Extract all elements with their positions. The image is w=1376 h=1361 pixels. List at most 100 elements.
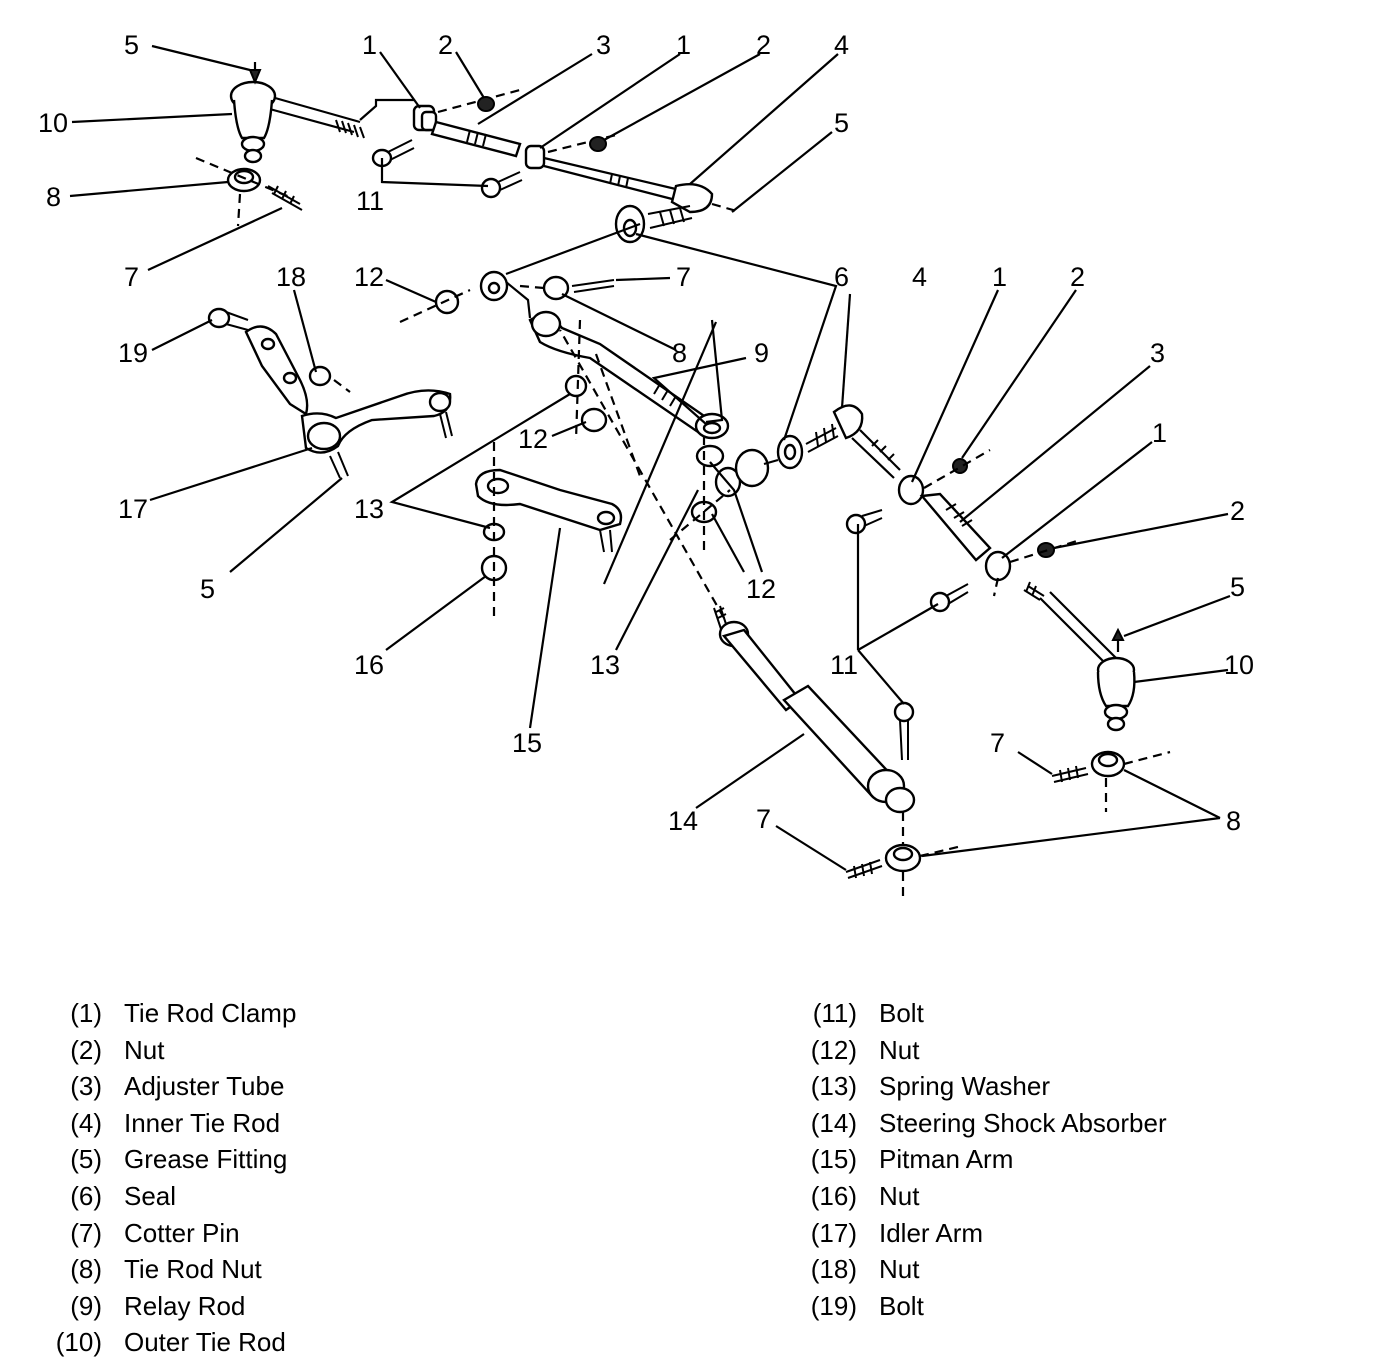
legend-label: Adjuster Tube bbox=[124, 1071, 285, 1102]
left-tie-rod-assembly bbox=[195, 62, 741, 244]
callout: 13 bbox=[590, 650, 620, 680]
legend-label: Idler Arm bbox=[879, 1217, 984, 1248]
legend-number: (18) bbox=[810, 1254, 857, 1285]
legend-label: Spring Washer bbox=[879, 1071, 1050, 1102]
legend-item: (8) Tie Rod Nut bbox=[30, 1251, 296, 1288]
legend-label: Steering Shock Absorber bbox=[879, 1107, 1167, 1138]
callout-labels: 5 1 2 3 1 2 4 10 5 8 11 7 18 12 7 6 4 1 … bbox=[38, 30, 1254, 836]
legend-number: (15) bbox=[810, 1144, 857, 1175]
callout: 7 bbox=[676, 262, 691, 292]
legend-number: (5) bbox=[70, 1144, 102, 1175]
idler-arm bbox=[207, 307, 453, 479]
legend-number: (7) bbox=[70, 1217, 102, 1248]
callout: 13 bbox=[354, 494, 384, 524]
callout: 12 bbox=[518, 424, 548, 454]
legend-item: (14) Steering Shock Absorber bbox=[785, 1105, 1167, 1142]
callout: 3 bbox=[1150, 338, 1165, 368]
legend-number: (2) bbox=[70, 1034, 102, 1065]
legend-label: Nut bbox=[124, 1034, 165, 1065]
legend-item: (12)Nut bbox=[785, 1032, 1167, 1069]
legend-item: (1)Tie Rod Clamp bbox=[30, 995, 296, 1032]
parts-legend-left: (1)Tie Rod Clamp (2) Nut (3) Adjuster Tube… bbox=[30, 995, 297, 1361]
legend-number: (8) bbox=[70, 1254, 102, 1285]
steering-linkage-diagram: 5 1 2 3 1 2 4 10 5 8 11 7 18 12 7 6 4 1 … bbox=[38, 30, 1254, 896]
legend-number: (16) bbox=[810, 1180, 857, 1211]
legend-number: (3) bbox=[70, 1071, 102, 1102]
legend-item: (16)Nut bbox=[785, 1178, 1167, 1215]
callout: 5 bbox=[1230, 572, 1245, 602]
legend-number: (19) bbox=[810, 1290, 857, 1321]
callout: 17 bbox=[118, 494, 148, 524]
legend-item: (18)Nut bbox=[785, 1251, 1167, 1288]
right-tie-rod-assembly bbox=[763, 404, 1171, 896]
legend-label: Pitman Arm bbox=[879, 1144, 1014, 1175]
leader-lines bbox=[69, 44, 1231, 871]
legend-item: (4) Inner Tie Rod bbox=[30, 1105, 296, 1142]
callout: 8 bbox=[672, 338, 687, 368]
legend-item: (11) Bolt bbox=[785, 995, 1167, 1032]
relay-rod-assembly bbox=[399, 222, 770, 556]
legend-item: (13) Spring Washer bbox=[785, 1068, 1167, 1105]
legend-number: (6) bbox=[70, 1180, 102, 1211]
legend-item: (19) Bolt bbox=[785, 1288, 1167, 1325]
callout: 1 bbox=[676, 30, 691, 60]
legend-item: (15) Pitman Arm bbox=[785, 1141, 1167, 1178]
legend-item: (5) Grease Fitting bbox=[30, 1141, 296, 1178]
callout: 4 bbox=[912, 262, 927, 292]
legend-number: (1) bbox=[70, 998, 102, 1028]
callout: 8 bbox=[46, 182, 61, 212]
legend-label: Inner Tie Rod bbox=[124, 1107, 281, 1138]
legend-item: (17) Idler Arm bbox=[785, 1215, 1167, 1252]
callout: 2 bbox=[1070, 262, 1085, 292]
legend-number: (12) bbox=[810, 1034, 857, 1065]
legend-item: (7)Cotter Pin bbox=[30, 1215, 296, 1252]
legend-item: (2) Nut bbox=[30, 1032, 296, 1069]
legend-number: (17) bbox=[810, 1217, 857, 1248]
legend-number: (10) bbox=[55, 1327, 102, 1358]
callout: 2 bbox=[1230, 496, 1245, 526]
callout: 5 bbox=[200, 574, 215, 604]
callout: 5 bbox=[834, 108, 849, 138]
callout: 16 bbox=[354, 650, 384, 680]
callout: 2 bbox=[438, 30, 453, 60]
callout: 10 bbox=[38, 108, 68, 138]
callout: 18 bbox=[276, 262, 306, 292]
callout: 7 bbox=[990, 728, 1005, 758]
parts-legend-right: (11) Bolt (12)Nut (13) Spring Washer (14) S… bbox=[785, 995, 1167, 1324]
callout: 12 bbox=[354, 262, 384, 292]
callout: 1 bbox=[1152, 418, 1167, 448]
legend-number: (14) bbox=[810, 1107, 857, 1138]
callout: 7 bbox=[756, 804, 771, 834]
legend-label: Bolt bbox=[879, 998, 924, 1028]
callout: 8 bbox=[1226, 806, 1241, 836]
legend-number: (13) bbox=[810, 1071, 857, 1102]
left-outer-tie-rod bbox=[229, 80, 365, 164]
callout: 1 bbox=[362, 30, 377, 60]
callout: 4 bbox=[834, 30, 849, 60]
legend-item: (9)Relay Rod bbox=[30, 1288, 296, 1325]
callout: 5 bbox=[124, 30, 139, 60]
callout: 3 bbox=[596, 30, 611, 60]
callout: 12 bbox=[746, 574, 776, 604]
callout: 7 bbox=[124, 262, 139, 292]
callout: 14 bbox=[668, 806, 698, 836]
legend-number: (4) bbox=[70, 1107, 102, 1138]
callout: 15 bbox=[512, 728, 542, 758]
callout: 6 bbox=[834, 262, 849, 292]
legend-number: (11) bbox=[812, 998, 857, 1028]
legend-item: (6)Seal bbox=[30, 1178, 296, 1215]
callout: 11 bbox=[830, 650, 858, 680]
callout: 19 bbox=[118, 338, 148, 368]
legend-label: Tie Rod Nut bbox=[124, 1254, 262, 1285]
callout: 11 bbox=[356, 186, 384, 216]
callout: 9 bbox=[754, 338, 769, 368]
legend-item: (3) Adjuster Tube bbox=[30, 1068, 296, 1105]
callout: 1 bbox=[992, 262, 1007, 292]
callout: 2 bbox=[756, 30, 771, 60]
legend-label: Outer Tie Rod bbox=[124, 1327, 286, 1358]
callout: 10 bbox=[1224, 650, 1254, 680]
legend-label: Bolt bbox=[879, 1290, 924, 1321]
steering-shock-absorber bbox=[559, 329, 916, 814]
legend-number: (9) bbox=[70, 1290, 102, 1321]
legend-label: Grease Fitting bbox=[124, 1144, 288, 1175]
